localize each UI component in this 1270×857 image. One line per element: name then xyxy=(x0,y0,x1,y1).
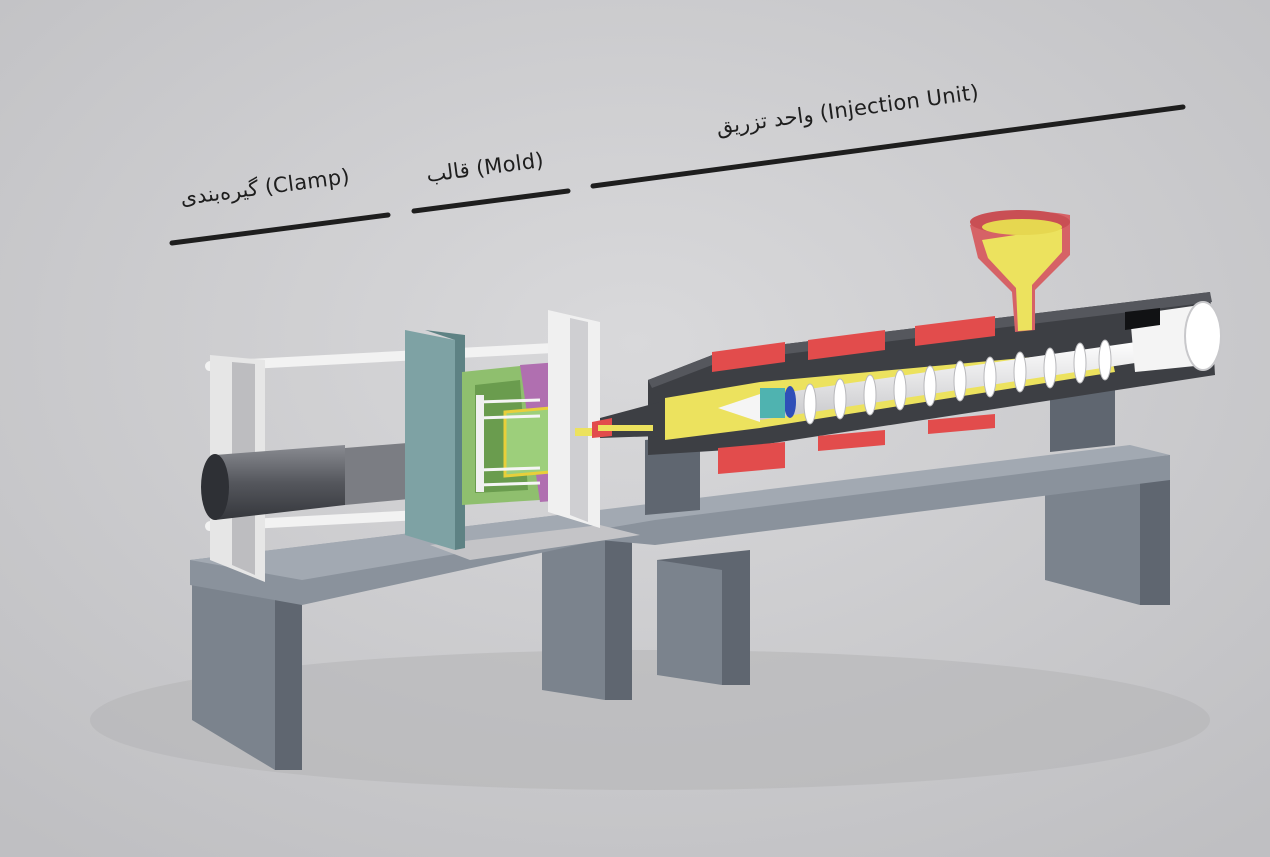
mold-underline xyxy=(411,188,571,214)
check-ring xyxy=(784,386,796,418)
screw-tip xyxy=(718,394,760,422)
ejector-pins xyxy=(477,398,541,487)
moving-platen xyxy=(405,330,455,550)
injection-underline xyxy=(590,104,1186,189)
hopper xyxy=(970,210,1070,332)
floor-shadow xyxy=(90,650,1210,790)
clamp-cylinder-end xyxy=(201,454,229,520)
clamp-cylinder xyxy=(215,445,345,520)
screw-flights xyxy=(803,339,1112,425)
screw-drive-end xyxy=(1184,301,1222,371)
machine-bed xyxy=(190,445,1170,770)
injection-unit xyxy=(592,210,1222,515)
section-lines xyxy=(169,104,1186,246)
clamp-underline xyxy=(169,212,391,246)
tie-bar-top xyxy=(205,342,565,372)
clamp-unit xyxy=(201,330,565,582)
heater-bands xyxy=(712,316,995,474)
